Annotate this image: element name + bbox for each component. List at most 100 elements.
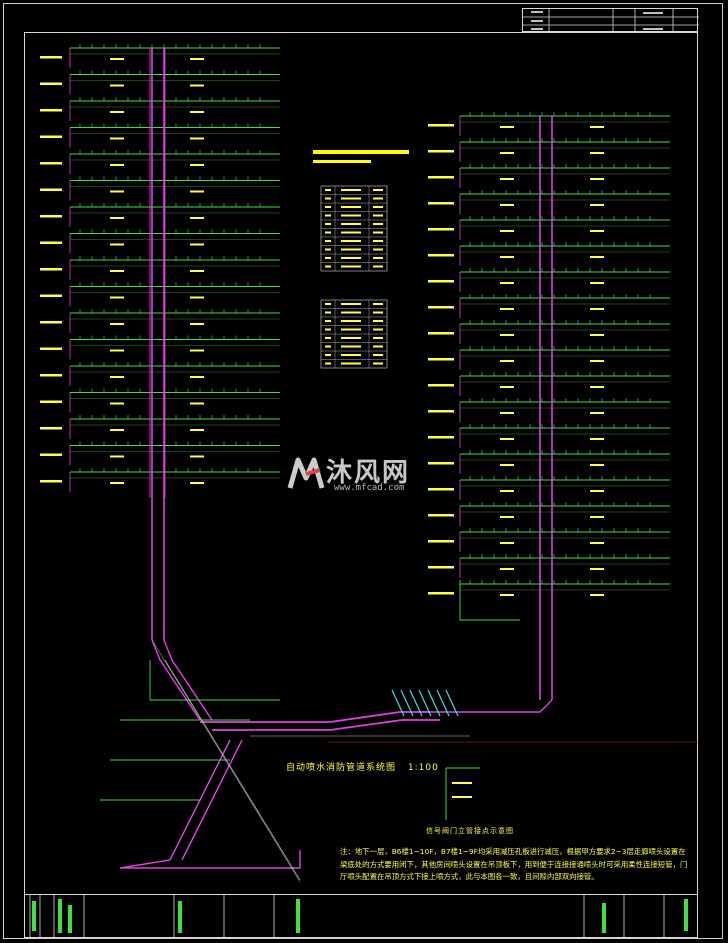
pressure-table-2-cell-mark	[373, 303, 383, 305]
pressure-table-1-cell-mark	[341, 257, 361, 259]
pressure-table-2-cell-mark	[341, 362, 361, 365]
left-floor-valve-mark	[190, 190, 204, 193]
right-floor-valve-mark	[500, 334, 514, 336]
title-block-grid	[523, 9, 699, 33]
right-floor-label-mark	[428, 566, 454, 569]
pressure-table-1-cell-mark	[325, 257, 331, 259]
right-floor-valve-mark	[590, 464, 604, 466]
left-floor-valve-mark	[190, 455, 204, 458]
pressure-table-1-cell-mark	[325, 197, 331, 200]
right-floor-valve-mark	[590, 308, 604, 310]
pressure-table-1-cell-mark	[341, 231, 361, 234]
left-floor-valve-mark	[110, 243, 124, 246]
right-floor-valve-mark	[590, 360, 604, 362]
left-floor-valve-mark	[110, 349, 124, 352]
pressure-table-1-cell-mark	[325, 265, 331, 268]
left-floor-valve-mark	[110, 455, 124, 458]
left-floor-label-mark	[40, 294, 62, 297]
left-floor-valve-mark	[190, 429, 204, 431]
left-floor-valve-mark	[110, 137, 124, 140]
right-floor-valve-mark	[500, 178, 514, 180]
basement-loop	[181, 739, 243, 861]
pressure-table-1-cell-mark	[325, 206, 331, 208]
right-floor-valve-mark	[590, 412, 604, 414]
pressure-table-2-cell-mark	[325, 362, 331, 365]
inner-frame	[24, 32, 698, 938]
pressure-table-2-cell-mark	[373, 362, 383, 365]
pressure-table-2-cell-mark	[373, 328, 383, 331]
left-floor-valve-mark	[190, 137, 204, 140]
left-floor-label-mark	[40, 268, 62, 271]
pressure-table-2-cell-mark	[341, 320, 361, 322]
right-floor-valve-mark	[590, 204, 604, 206]
right-floor-valve-mark	[590, 152, 604, 154]
pressure-table-1-cell-mark	[341, 206, 361, 208]
pressure-table-1-cell-mark	[373, 248, 383, 251]
pressure-table-1-cell-mark	[341, 240, 361, 242]
right-floor-label-mark	[428, 124, 454, 127]
left-floor-valve-mark	[190, 217, 204, 219]
right-floor-valve-mark	[590, 334, 604, 336]
detail-label-mark	[452, 796, 472, 798]
left-floor-valve-mark	[190, 58, 204, 60]
pressure-table-1-cell-mark	[373, 240, 383, 242]
pressure-table-2-cell-mark	[325, 320, 331, 322]
right-floor-valve-mark	[500, 464, 514, 466]
title-block	[522, 8, 699, 33]
pressure-table-2-cell-mark	[341, 345, 361, 348]
left-floor-valve-mark	[110, 376, 124, 378]
diagonal-reference-line	[151, 639, 301, 883]
left-floor-valve-mark	[190, 111, 204, 113]
right-floor-label-mark	[428, 462, 454, 465]
right-floor-valve-mark	[590, 490, 604, 492]
pressure-table-2-cell-mark	[373, 337, 383, 339]
left-floor-label-mark	[40, 480, 62, 483]
pressure-table-1-cell-mark	[325, 231, 331, 234]
basement-main-header	[212, 719, 440, 731]
right-floor-valve-mark	[500, 568, 514, 570]
pressure-table-2-cell-mark	[325, 303, 331, 305]
right-floor-label-mark	[428, 176, 454, 179]
left-floor-valve-mark	[110, 429, 124, 431]
pressure-table-1-cell-mark	[373, 223, 383, 225]
diagonal-reference-line	[164, 659, 301, 881]
bottom-title-strip	[24, 894, 698, 939]
diagram-caption: 自动喷水消防管道系统图 1:100	[286, 760, 439, 773]
left-floor-label-mark	[40, 374, 62, 377]
right-floor-label-mark	[428, 358, 454, 361]
pressure-table-1-cell-mark	[341, 223, 361, 225]
pressure-table-2-cell-mark	[373, 311, 383, 314]
left-floor-label-mark	[40, 241, 62, 244]
alarm-valve-mark	[445, 689, 459, 717]
right-floor-label-mark	[428, 332, 454, 335]
right-floor-valve-mark	[590, 542, 604, 544]
left-floor-valve-mark	[110, 190, 124, 193]
bottom-strip-grid	[29, 895, 688, 939]
outer-frame	[3, 3, 723, 939]
right-floor-valve-mark	[590, 282, 604, 284]
pressure-table-2-cell-mark	[341, 303, 361, 305]
pressure-table-2-cell-mark	[341, 337, 361, 339]
pressure-table-1-cell-mark	[325, 240, 331, 242]
pressure-table-2-cell-mark	[325, 354, 331, 356]
left-floor-valve-mark	[190, 323, 204, 325]
right-floor-valve-mark	[500, 542, 514, 544]
right-floor-valve-mark	[590, 178, 604, 180]
alarm-valve-mark	[400, 689, 414, 717]
right-floor-valve-mark	[500, 594, 514, 596]
alarm-valve-mark	[436, 689, 450, 717]
left-floor-valve-mark	[190, 402, 204, 405]
right-floor-valve-mark	[500, 204, 514, 206]
right-floor-label-mark	[428, 514, 454, 517]
watermark-url: www.mfcad.com	[334, 483, 405, 493]
right-floor-label-mark	[428, 384, 454, 387]
right-floor-label-mark	[428, 592, 454, 595]
left-floor-label-mark	[40, 135, 62, 138]
right-floor-label-mark	[428, 436, 454, 439]
left-floor-valve-mark	[190, 349, 204, 352]
right-floor-valve-mark	[590, 568, 604, 570]
detail-label-mark	[452, 782, 472, 784]
right-floor-label-mark	[428, 254, 454, 257]
pressure-table-1-cell-mark	[341, 265, 361, 268]
